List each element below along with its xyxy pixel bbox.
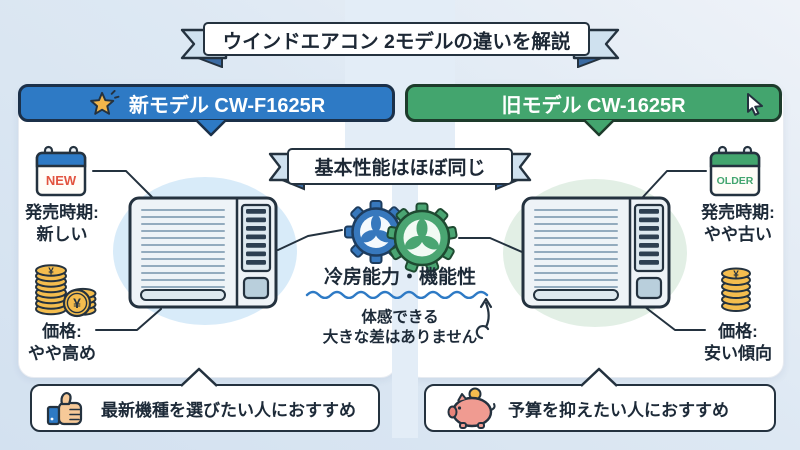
comparison-note: 体感できる 大きな差はありません — [290, 308, 510, 349]
release-label: 発売時期: — [701, 203, 775, 222]
note-line-2: 大きな差はありません — [322, 329, 478, 347]
old-release-label: 発売時期: やや古い — [684, 202, 792, 246]
new-recommendation-text: 最新機種を選びたい人におすすめ — [101, 400, 356, 420]
old-model-recommendation: 予算を抑えたい人におすすめ — [424, 384, 776, 432]
star-icon — [89, 89, 120, 115]
calendar-new-badge: NEW — [46, 173, 77, 188]
calendar-older-badge: OLDER — [717, 175, 754, 187]
old-price-label: 価格: 安い傾向 — [684, 321, 792, 365]
calendar-new-icon: NEW — [35, 145, 87, 197]
price-value: 安い傾向 — [704, 344, 772, 364]
yen-symbol: ¥ — [733, 270, 739, 281]
cursor-icon — [747, 93, 763, 116]
center-banner: 基本性能はほぼ同じ — [287, 148, 513, 185]
new-reco-callout-pointer — [180, 367, 218, 387]
release-label: 発売時期: — [25, 203, 99, 222]
page-title: ウインドエアコン 2モデルの違いを解説 — [222, 30, 571, 53]
note-line-1: 体感できる — [361, 309, 439, 326]
new-header-pointer — [195, 120, 227, 137]
coins-small-stack-icon: ¥ — [721, 267, 751, 312]
yen-symbol: ¥ — [73, 295, 81, 311]
price-label: 価格: — [42, 322, 82, 341]
new-release-label: 発売時期: 新しい — [8, 202, 116, 246]
old-model-header: 旧モデル CW-1625R — [405, 84, 782, 122]
price-value: やや高め — [28, 344, 96, 364]
old-model-name: 旧モデル CW-1625R — [501, 94, 686, 117]
yen-symbol: ¥ — [48, 267, 54, 278]
old-reco-callout-pointer — [580, 367, 618, 387]
release-value: 新しい — [36, 225, 88, 245]
piggy-bank-icon — [447, 387, 496, 429]
old-header-pointer — [583, 120, 615, 137]
new-model-name: 新モデル CW-F1625R — [128, 94, 326, 117]
thumbs-up-icon — [46, 392, 83, 426]
new-model-header: 新モデル CW-F1625R — [18, 84, 395, 122]
new-price-label: 価格: やや高め — [8, 321, 116, 365]
release-value: やや古い — [704, 225, 772, 245]
page-title-banner: ウインドエアコン 2モデルの違いを解説 — [203, 22, 590, 56]
calendar-older-icon: OLDER — [709, 145, 761, 197]
curved-arrow-icon — [475, 297, 493, 340]
comparison-feature-label: 冷房能力・機能性 — [323, 267, 476, 288]
gears-fans-icon — [344, 200, 458, 273]
wavy-underline — [305, 290, 489, 299]
center-banner-text: 基本性能はほぼ同じ — [314, 158, 486, 179]
air-conditioner-new-illustration — [128, 196, 278, 309]
coins-stack-icon: ¥ ¥ — [35, 264, 97, 318]
new-model-recommendation: 最新機種を選びたい人におすすめ — [30, 384, 380, 432]
price-label: 価格: — [718, 322, 758, 341]
old-recommendation-text: 予算を抑えたい人におすすめ — [508, 400, 729, 420]
air-conditioner-old-illustration — [521, 196, 671, 309]
